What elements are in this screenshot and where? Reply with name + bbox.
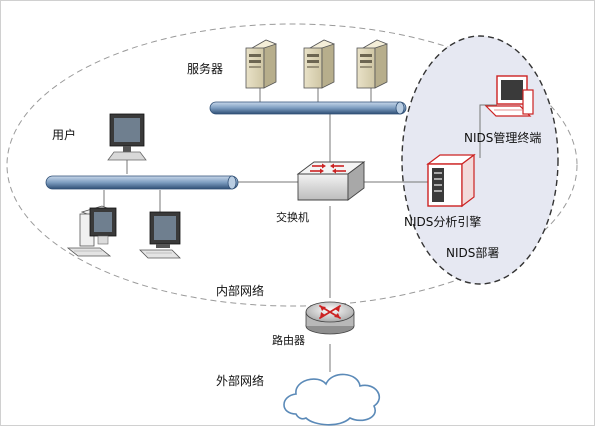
internal-network-label: 内部网络: [216, 284, 265, 298]
links: [103, 88, 497, 372]
user-bus: [45, 175, 239, 190]
monitor-icon: [107, 113, 147, 161]
users-label: 用户: [52, 128, 77, 142]
router-icon: [305, 301, 355, 335]
workstation-icon: [66, 205, 117, 257]
switch-icon: [296, 161, 366, 201]
server-bus: [209, 101, 407, 115]
router-label: 路由器: [272, 334, 305, 347]
server-icon: [245, 39, 277, 89]
nids-console-icon: [484, 75, 534, 117]
nids-engine-icon: [426, 153, 476, 208]
monitor-icon: [139, 211, 181, 259]
external-network-label: 外部网络: [216, 374, 265, 388]
internal-network-boundary: [6, 23, 578, 307]
cloud-icon: [283, 373, 380, 426]
server-icon: [356, 39, 388, 89]
server-icon: [303, 39, 335, 89]
nids-console-label: NIDS管理终端: [464, 131, 542, 145]
nids-deployment-label: NIDS部署: [446, 246, 500, 260]
switch-label: 交换机: [276, 211, 309, 224]
servers-label: 服务器: [187, 62, 224, 76]
nids-engine-label: NIDS分析引擎: [404, 215, 482, 229]
